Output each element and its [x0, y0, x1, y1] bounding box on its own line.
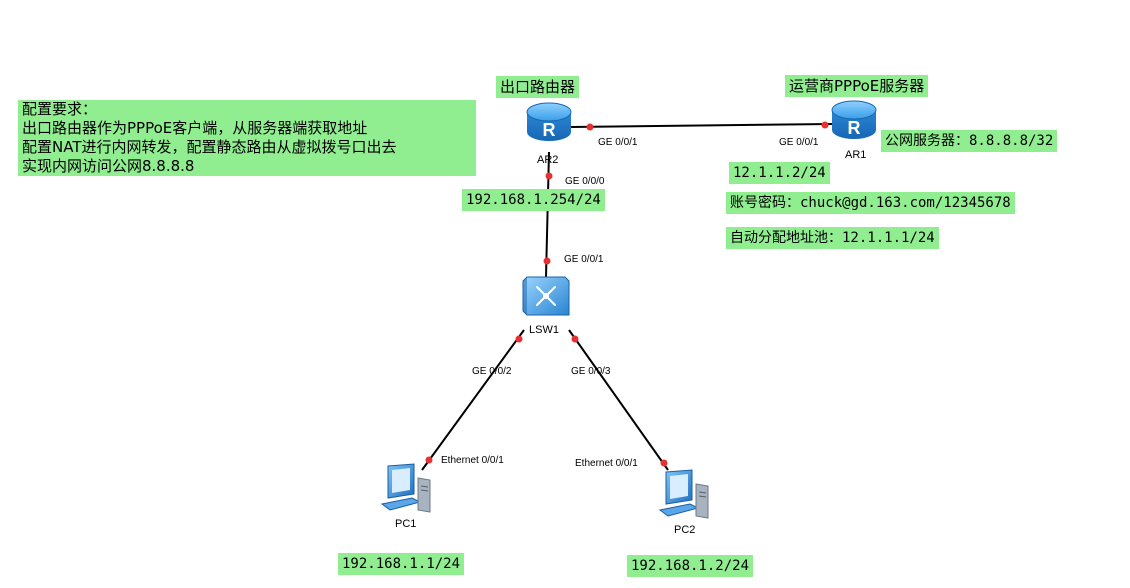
label-pc1-ip: 192.168.1.1/24 [338, 553, 465, 575]
note-line: 实现内网访问公网8.8.8.8 [22, 157, 195, 175]
port-dot-pc2-eth [660, 459, 668, 467]
port-label-lsw1-ge001: GE 0/0/1 [564, 254, 604, 265]
port-label-ar1-ge001: GE 0/0/1 [779, 137, 819, 148]
device-name-pc1: PC1 [395, 518, 417, 530]
note-line: 配置要求： [22, 100, 98, 118]
label-address-pool: 自动分配地址池：12.1.1.1/24 [726, 227, 939, 249]
note-line: 出口路由器作为PPPoE客户端，从服务器端获取地址 [22, 119, 368, 137]
port-dot-ar1-ge001 [821, 121, 829, 129]
router-icon[interactable]: R [526, 102, 572, 141]
config-requirements-note: 配置要求： 出口路由器作为PPPoE客户端，从服务器端获取地址 配置NAT进行内… [18, 100, 476, 176]
note-line: 配置NAT进行内网转发，配置静态路由从虚拟拨号口出去 [22, 138, 397, 156]
port-dot-lsw1-ge003 [571, 335, 579, 343]
port-dot-lsw1-ge002 [515, 335, 523, 343]
link-ar2-ar1[interactable] [570, 123, 833, 128]
router-icon[interactable]: R [831, 100, 877, 139]
port-dot-ar2-ge001 [586, 123, 594, 131]
label-public-server: 公网服务器：8.8.8.8/32 [881, 130, 1058, 152]
port-dot-lsw1-ge001 [543, 257, 551, 265]
switch-icon[interactable] [522, 276, 570, 316]
pc-icon[interactable] [380, 463, 431, 513]
port-dot-ar2-ge000 [545, 172, 553, 180]
label-account-password: 账号密码：chuck@gd.163.com/12345678 [726, 192, 1015, 214]
port-label-ar2-ge001: GE 0/0/1 [598, 137, 638, 148]
port-label-lsw1-ge002: GE 0/0/2 [472, 366, 512, 377]
svg-text:R: R [848, 118, 861, 138]
label-isp-pppoe-server: 运营商PPPoE服务器 [785, 75, 929, 97]
port-label-lsw1-ge003: GE 0/0/3 [571, 366, 611, 377]
label-exit-router: 出口路由器 [496, 76, 580, 98]
label-pc2-ip: 192.168.1.2/24 [627, 555, 754, 577]
device-name-lsw1: LSW1 [529, 324, 559, 336]
label-ar1-ip: 12.1.1.2/24 [729, 162, 830, 184]
port-label-ar2-ge000: GE 0/0/0 [565, 176, 605, 187]
device-name-ar2: AR2 [537, 154, 559, 166]
label-ar2-lan-ip: 192.168.1.254/24 [462, 189, 605, 211]
link-lsw1-pc2[interactable] [568, 329, 669, 471]
port-label-pc2-eth: Ethernet 0/0/1 [575, 458, 638, 469]
device-name-pc2: PC2 [674, 524, 696, 536]
device-name-ar1: AR1 [845, 149, 867, 161]
svg-text:R: R [543, 120, 556, 140]
port-dot-pc1-eth [425, 456, 433, 464]
port-label-pc1-eth: Ethernet 0/0/1 [441, 455, 504, 466]
pc-icon[interactable] [658, 469, 709, 519]
link-lsw1-pc1[interactable] [421, 329, 525, 471]
